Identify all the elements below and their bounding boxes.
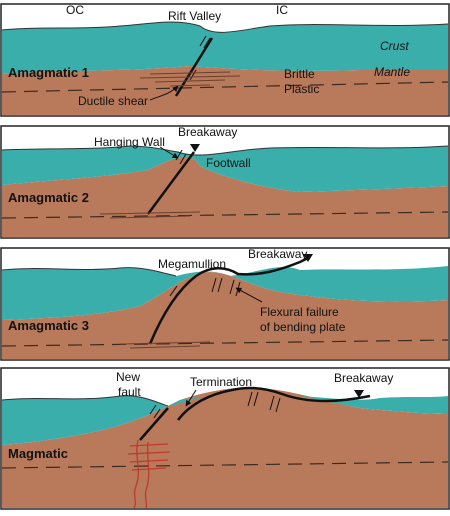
label-brittle: Brittle (284, 67, 315, 81)
panel-amagmatic-1: OC Rift Valley IC Crust Mantle Brittle P… (0, 3, 450, 117)
panel-magmatic: New fault Termination Breakaway Magmatic (0, 367, 450, 510)
label-flexural-2: of bending plate (260, 320, 346, 334)
flexural-pointer (235, 287, 263, 303)
label-breakaway: Breakaway (178, 125, 237, 139)
panel-amagmatic-3: Megamullion Breakaway Flexural failure o… (0, 247, 450, 361)
new-fault-arrows (149, 404, 165, 421)
breakaway-marker (190, 144, 200, 152)
breakaway-marker (303, 254, 313, 262)
label-crust: Crust (380, 39, 409, 53)
crust-layer (2, 146, 448, 192)
ductile-shear-zone (119, 341, 211, 349)
label-megamullion: Megamullion (158, 257, 226, 271)
label-new-fault-2: fault (118, 385, 141, 399)
brittle-plastic-boundary (1, 211, 449, 219)
label-hanging-wall: Hanging Wall (94, 135, 165, 149)
mantle-layer (2, 272, 448, 359)
label-ic: IC (276, 3, 288, 17)
seafloor-line (1, 267, 177, 277)
panel-amagmatic-2: Hanging Wall Breakaway Footwall Amagmati… (0, 125, 450, 239)
ductile-shear-zone (99, 211, 201, 219)
magma-dikes (127, 439, 171, 509)
detachment-fault (174, 37, 214, 97)
label-breakaway: Breakaway (334, 371, 393, 385)
seafloor-line (1, 21, 449, 33)
breakaway-marker (354, 390, 364, 398)
panel-title: Magmatic (8, 446, 68, 461)
panel-title: Amagmatic 3 (8, 318, 89, 333)
label-termination: Termination (190, 375, 252, 389)
mantle-layer (2, 66, 448, 115)
crust-layer (2, 21, 448, 74)
crust-layer (2, 395, 200, 445)
panel-title: Amagmatic 1 (8, 65, 89, 80)
label-breakaway: Breakaway (248, 247, 307, 261)
mantle-layer (2, 387, 448, 508)
label-ductile-shear: Ductile shear (78, 94, 148, 108)
label-plastic: Plastic (284, 82, 319, 96)
megamullion-surface (148, 256, 309, 345)
label-new-fault-1: New (116, 370, 140, 384)
crust-layer (2, 266, 448, 320)
label-flexural-1: Flexural failure (260, 305, 339, 319)
brittle-plastic-boundary (1, 461, 449, 469)
shear-arrows (169, 285, 182, 301)
seafloor-line (1, 395, 169, 407)
seafloor-line (1, 145, 449, 156)
hanging-wall-pointer (159, 146, 179, 159)
ductile-shear-pointer (149, 85, 179, 101)
flexural-cracks (247, 391, 281, 413)
panel-title: Amagmatic 2 (8, 190, 89, 205)
label-footwall: Footwall (206, 156, 251, 170)
brittle-plastic-boundary (1, 81, 449, 93)
detachment-fault (146, 151, 196, 215)
brittle-plastic-boundary (1, 339, 449, 347)
termination-pointer (185, 389, 197, 407)
termination-surface (177, 386, 371, 421)
shear-arrows (189, 35, 211, 81)
label-rift-valley: Rift Valley (168, 9, 221, 23)
new-fault (139, 407, 169, 441)
label-mantle: Mantle (374, 65, 410, 79)
ductile-shear-zone (139, 71, 241, 87)
flexural-cracks (211, 277, 241, 297)
label-oc: OC (66, 3, 84, 17)
shear-arrows (175, 149, 187, 165)
